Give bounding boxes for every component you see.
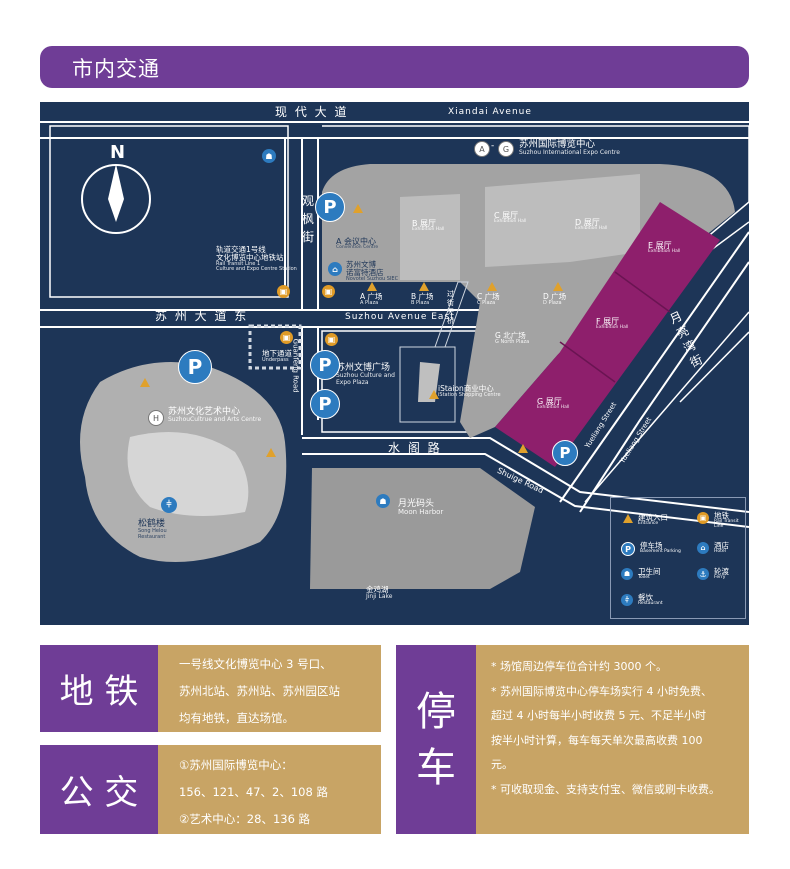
- expo-name: 苏州国际博览中心 Suzhou International Expo Centr…: [519, 139, 620, 156]
- expo-badge-a: A: [474, 141, 490, 157]
- hall-d: D 展厅 Exhibition Hall: [575, 218, 608, 232]
- toilet-icon-1: ☗: [262, 149, 276, 163]
- parking-box-body: * 场馆周边停车位合计约 3000 个。 * 苏州国际博览中心停车场实行 4 小…: [476, 645, 749, 834]
- parking-icon-2: P: [178, 350, 212, 384]
- legend-hotel-icon: ⌂: [697, 542, 709, 554]
- bus-box-label: 公 交: [40, 745, 158, 834]
- overpass-label: 过街天桥: [447, 290, 454, 325]
- metro-box-body: 一号线文化博览中心 3 号口、 苏州北站、苏州站、苏州园区站 均有地铁，直达场馆…: [158, 645, 381, 732]
- parking-line-4: 按半小时计算，每车每天单次最高收费 100: [491, 733, 703, 747]
- road-guanfeng-en: Guanfeng Road: [291, 338, 300, 393]
- legend-parking-icon: P: [621, 542, 635, 556]
- parking-icon-1: P: [315, 192, 345, 222]
- bus-line-1: ①苏州国际博览中心：: [179, 758, 293, 772]
- hall-f: F 展厅 Exhibition Hall: [596, 317, 629, 331]
- metro-line-3: 均有地铁，直达场馆。: [179, 711, 294, 725]
- expo-dash: -: [491, 141, 495, 151]
- entrance-icon-7: [266, 448, 276, 457]
- entrance-icon-2: [367, 282, 377, 291]
- legend-toilet-icon: ☗: [621, 568, 633, 580]
- culture-plaza-label: 苏州文博广场 Suzhou Culture and Expo Plaza: [336, 363, 395, 386]
- map-drawing: [40, 121, 749, 589]
- entrance-icon-6: [140, 378, 150, 387]
- road-shuige-cn: 水 阁 路: [388, 441, 442, 455]
- hall-b: B 展厅 Exhibition Hall: [412, 219, 445, 233]
- metro-line-1: 一号线文化博览中心 3 号口、: [179, 657, 332, 671]
- section-title: 市内交通: [72, 57, 160, 81]
- entrance-icon-9: [518, 444, 528, 453]
- legend-ferry-icon: ⚓: [697, 568, 709, 580]
- toilet-icon-2: ☗: [376, 494, 390, 508]
- parking-line-5: 元。: [491, 758, 513, 771]
- section-header: 市内交通: [40, 46, 749, 88]
- entrance-icon-3: [419, 282, 429, 291]
- bus-line-2: 156、121、47、2、108 路: [179, 785, 328, 799]
- road-guanfeng-cn: 观枫街: [302, 194, 317, 244]
- parking-line-3: 超过 4 小时每半小时收费 5 元、不足半小时: [491, 709, 706, 722]
- bus-box-body: ①苏州国际博览中心： 156、121、47、2、108 路 ②艺术中心：28、1…: [158, 745, 381, 834]
- parking-icon-5: P: [552, 440, 578, 466]
- parking-icon-3: P: [310, 350, 340, 380]
- hotel-icon: ⌂: [328, 262, 342, 276]
- restaurant-icon-1: ⫩: [161, 497, 177, 513]
- road-suzhou-cn: 苏 州 大 道 东: [155, 309, 249, 323]
- entrance-icon-4: [487, 282, 497, 291]
- rail-icon-4: ▣: [325, 333, 338, 346]
- parking-line-2: * 苏州国际博览中心停车场实行 4 小时免费、: [491, 684, 712, 698]
- hall-c: C 展厅 Exhibition Hall: [494, 211, 527, 225]
- legend-metro-icon: ▣: [697, 512, 709, 524]
- legend-entrance-icon: [623, 514, 633, 523]
- compass-north: N: [110, 142, 126, 163]
- parking-label-2: 车: [416, 744, 456, 791]
- bus-line-3: ②艺术中心：28、136 路: [179, 812, 311, 826]
- venue-map: N 现 代 大 道 Xiandai Avenue 苏 州 大 道 东 Suzho…: [40, 102, 749, 625]
- rail-icon-2: ▣: [322, 285, 335, 298]
- hall-a: A 会议中心 Convention Centre: [336, 237, 379, 251]
- road-xiandai-en: Xiandai Avenue: [448, 107, 532, 117]
- hall-g: G 展厅 Exhibition Hall: [537, 397, 570, 411]
- parking-label-1: 停: [416, 688, 456, 735]
- parking-icon-4: P: [310, 389, 340, 419]
- entrance-icon-5: [553, 282, 563, 291]
- metro-line-2: 苏州北站、苏州站、苏州园区站: [179, 684, 340, 698]
- road-suzhou-en: Suzhou Avenue East: [345, 312, 455, 322]
- expo-badge-g: G: [498, 141, 514, 157]
- hotel-label: 苏州文博诺富特酒店 Novotel Suzhou SIEC: [346, 260, 399, 282]
- parking-box-label: 停 车: [396, 645, 476, 834]
- entrance-icon-1: [353, 204, 363, 213]
- rail-icon-3: ▣: [280, 331, 293, 344]
- parking-line-1: * 场馆周边停车位合计约 3000 个。: [491, 660, 667, 673]
- parking-line-6: * 可收取现金、支持支付宝、微信或刷卡收费。: [491, 782, 720, 796]
- metro-box-label: 地 铁: [40, 645, 158, 732]
- rail-icon-1: ▣: [277, 285, 290, 298]
- hall-e: E 展厅 Exhibition Hall: [648, 241, 681, 255]
- entrance-icon-8: [429, 390, 439, 399]
- arts-badge: H: [148, 410, 164, 426]
- road-xiandai-cn: 现 代 大 道: [275, 105, 349, 119]
- legend-restaurant-icon: ⫩: [621, 594, 633, 606]
